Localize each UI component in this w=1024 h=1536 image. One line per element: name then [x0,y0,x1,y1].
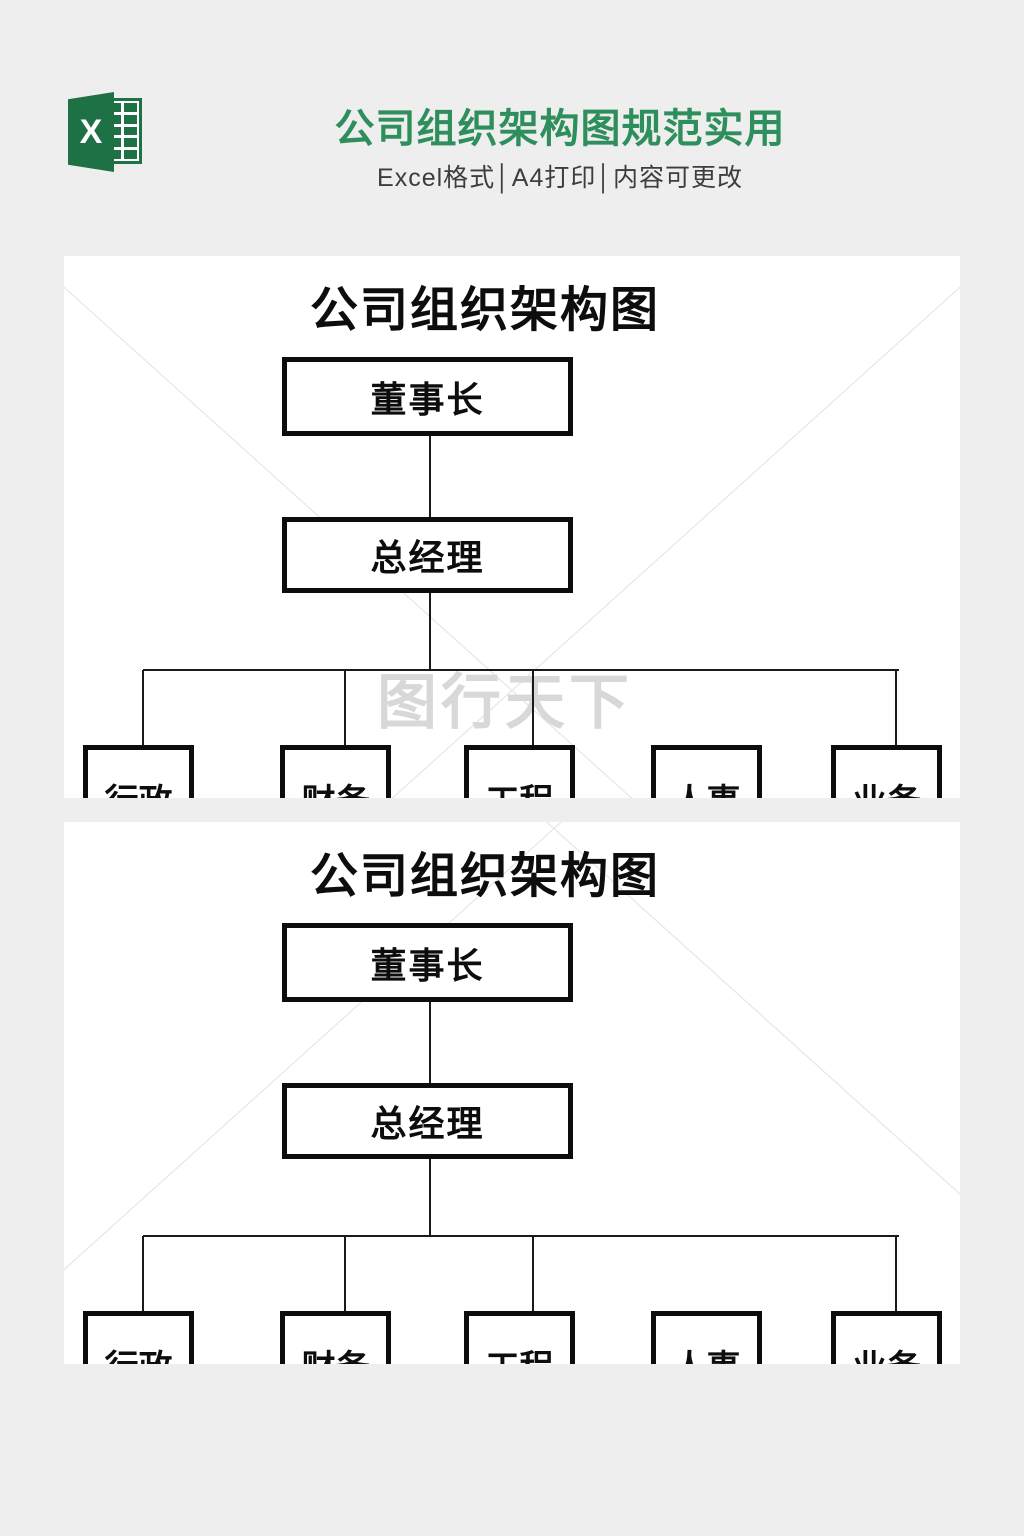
department-box-4: 人事部 [651,1311,762,1364]
department-box-3: 工程部 [464,1311,575,1364]
department-box-5: 业务部 [831,745,942,798]
branch-drop-line [895,670,897,745]
general-manager-box: 总经理 [282,517,573,593]
department-box-1: 行政部 [83,745,194,798]
preview-card-2: 公司组织架构图 董事长 总经理 行政部 财务部 工程部 人事部 业务部 [64,822,960,1364]
org-chart-title: 公司组织架构图 [309,850,661,903]
page-subtitle: Excel格式│A4打印│内容可更改 [377,164,743,192]
department-box-2: 财务部 [280,1311,391,1364]
header: X 公司组织架构图规范实用 Excel格式│A4打印│内容可更改 [0,0,1024,220]
branch-drop-line [532,670,534,745]
department-box-1: 行政部 [83,1311,194,1364]
branch-horizontal-line [143,669,899,671]
department-box-5: 业务部 [831,1311,942,1364]
excel-logo-icon: X [68,92,142,172]
chairman-box: 董事长 [282,923,573,1002]
branch-drop-line [532,1236,534,1311]
org-chart-title: 公司组织架构图 [309,284,661,337]
general-manager-box: 总经理 [282,1083,573,1159]
branch-drop-line [344,670,346,745]
connector-chairman-gm [429,436,431,517]
excel-cover-icon: X [68,92,114,172]
branch-drop-line [142,1236,144,1311]
page-title: 公司组织架构图规范实用 [334,107,786,151]
connector-chairman-gm [429,1002,431,1083]
branch-drop-line [895,1236,897,1311]
connector-gm-branch [429,593,431,670]
excel-icon-letter: X [79,113,103,151]
branch-horizontal-line [143,1235,899,1237]
chairman-box: 董事长 [282,357,573,436]
branch-drop-line [142,670,144,745]
preview-card-1: 图行天下 公司组织架构图 董事长 总经理 行政部 财务部 工程部 人事部 业务部 [64,256,960,798]
connector-gm-branch [429,1159,431,1236]
department-box-3: 工程部 [464,745,575,798]
watermark-text: 图行天下 [377,670,633,736]
department-box-2: 财务部 [280,745,391,798]
branch-drop-line [344,1236,346,1311]
department-box-4: 人事部 [651,745,762,798]
